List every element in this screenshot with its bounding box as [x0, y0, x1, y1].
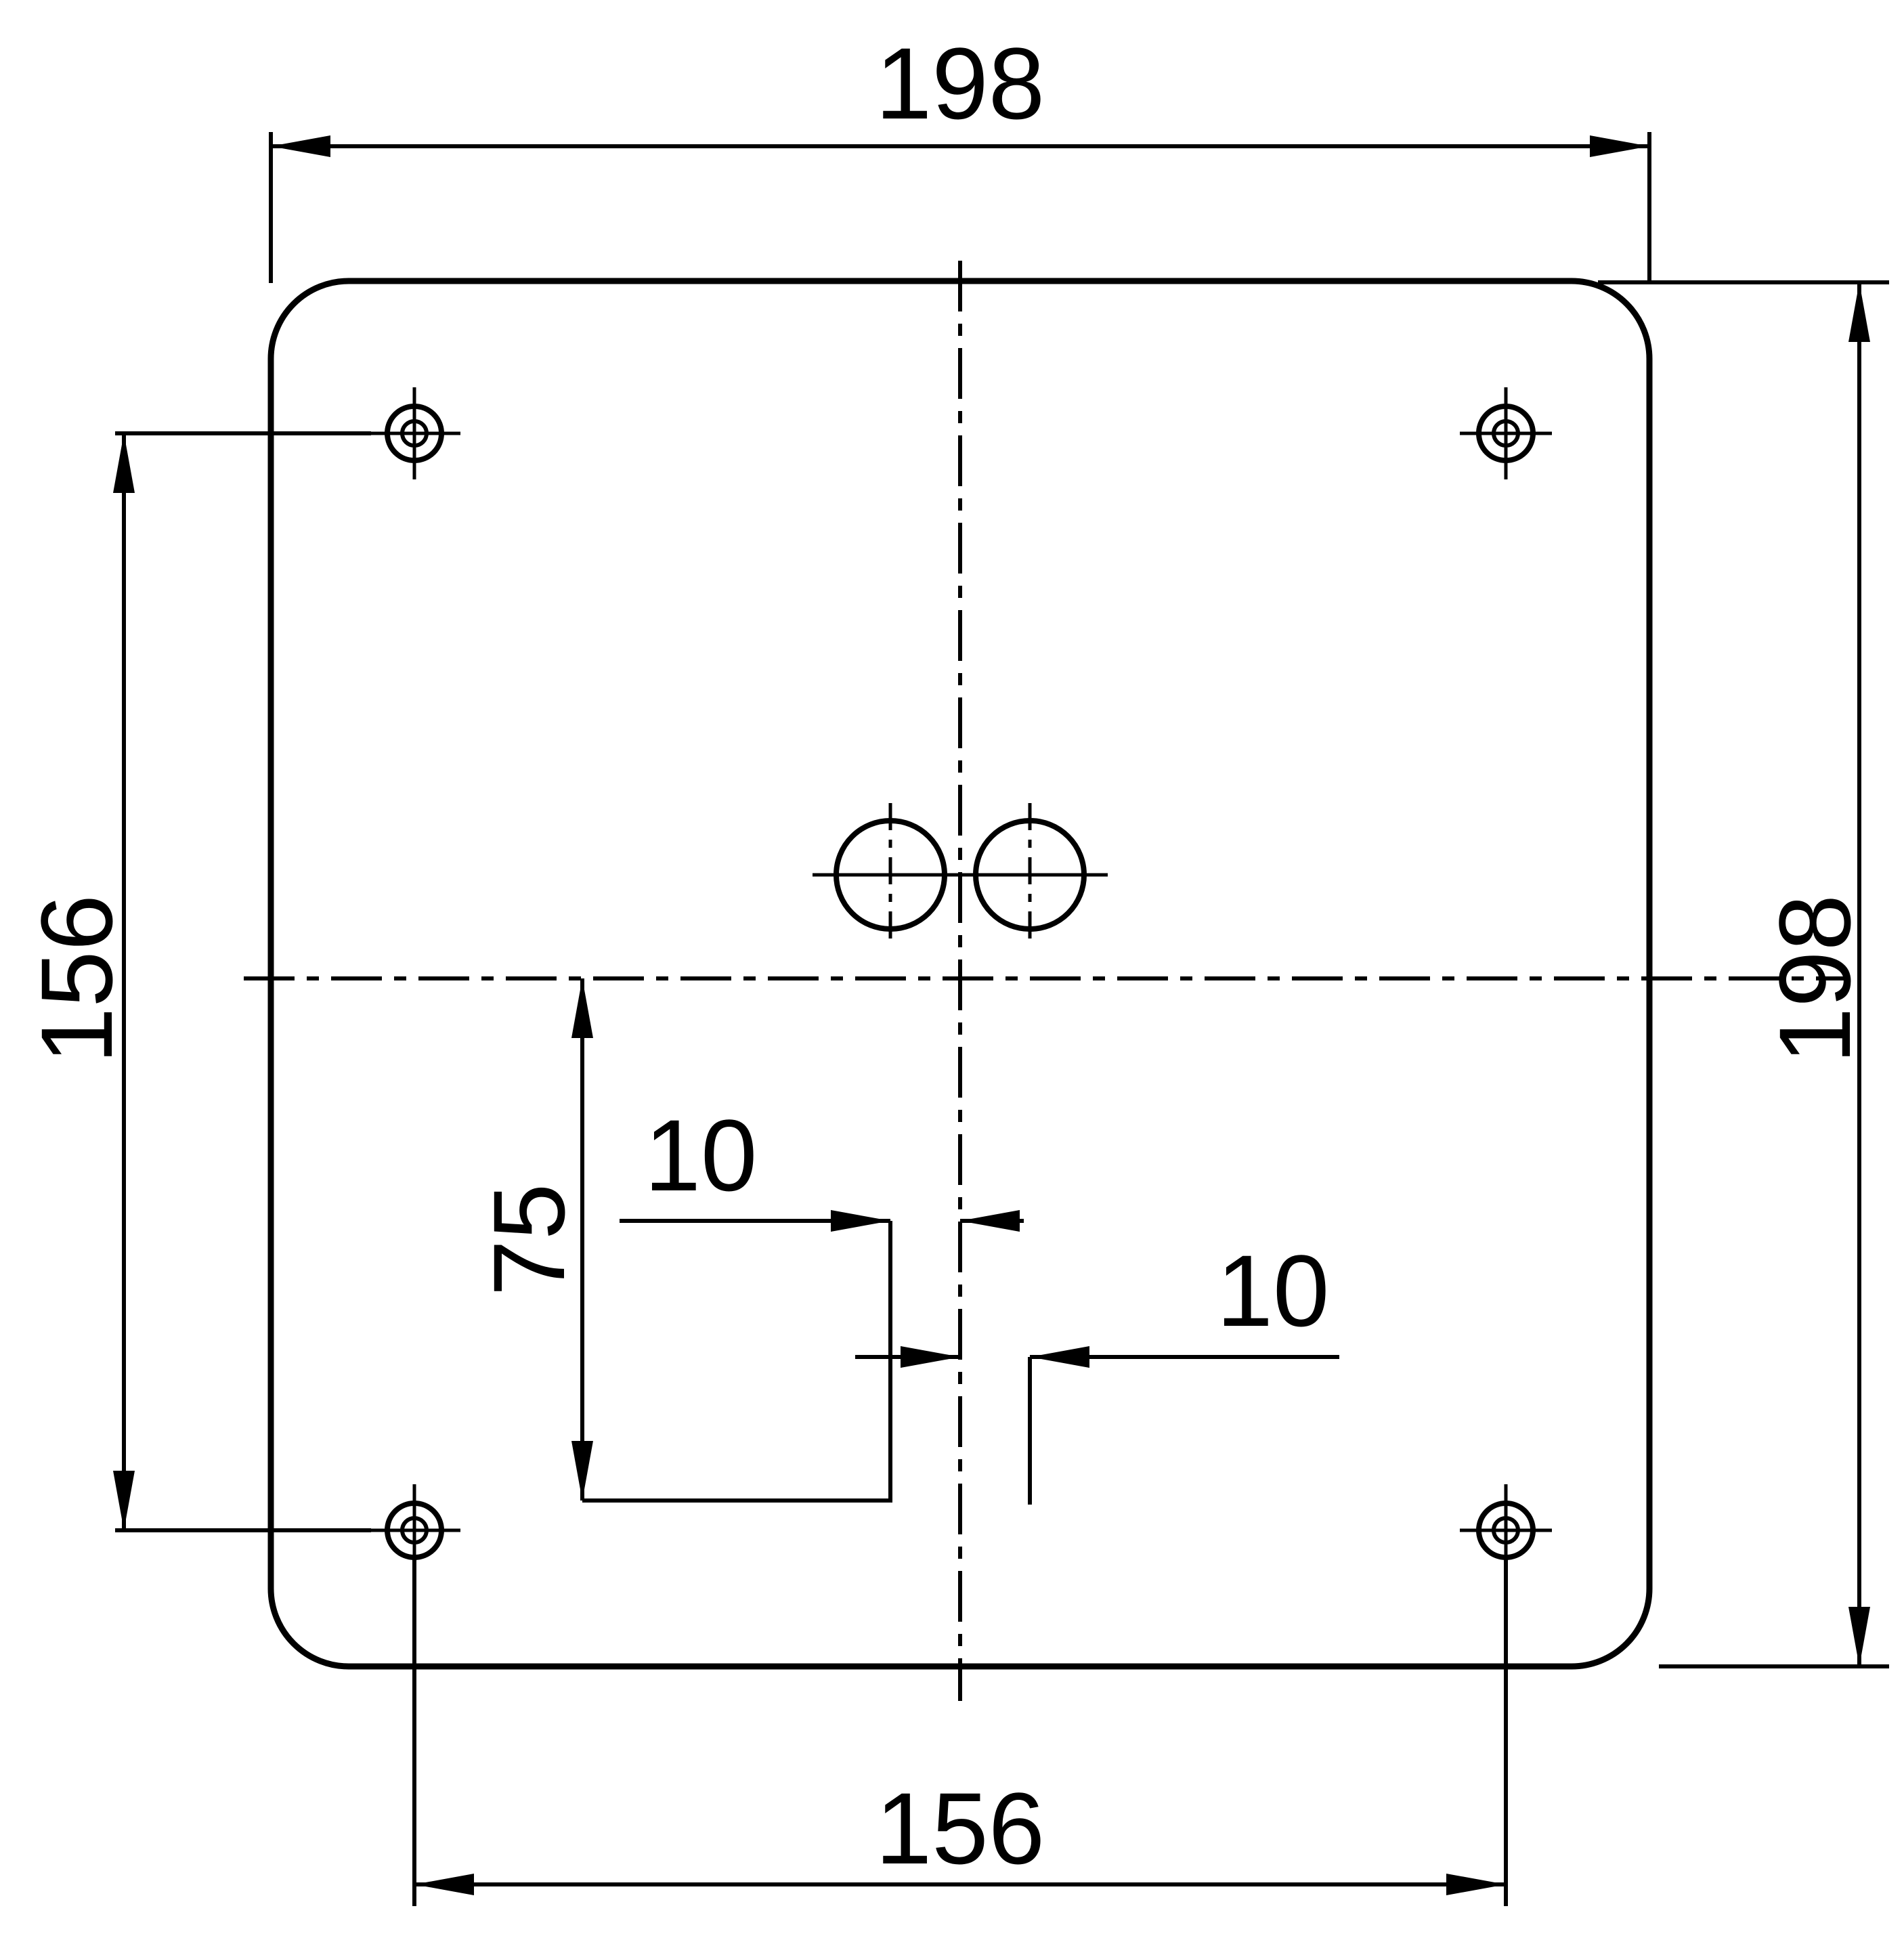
arrowhead-left [414, 1874, 474, 1895]
dimension-right-height: 198 [1598, 280, 1889, 1668]
dimension-left-hole-spacing: 156 [20, 431, 371, 1532]
arrowhead-left [271, 135, 330, 157]
dimension-hole-offset-left: 10 [620, 1098, 1024, 1232]
dim-label-bottom-hole-spacing: 156 [875, 1771, 1045, 1885]
arrowhead-right [1446, 1874, 1506, 1895]
arrowhead-top [113, 433, 135, 493]
arrowhead-right [1590, 135, 1649, 157]
dimension-top-width: 198 [269, 26, 1651, 283]
arrowhead-right [1030, 1346, 1089, 1368]
corner-hole-top-left [368, 387, 460, 479]
dimension-bottom-hole-spacing: 156 [412, 1557, 1508, 1906]
dim-label-centre-offset: 75 [472, 1184, 586, 1297]
arrowhead-left [901, 1346, 960, 1368]
dimension-centre-offset-75: 75 [472, 978, 892, 1503]
arrowhead-bottom [571, 1441, 593, 1501]
arrowhead-bottom [1848, 1607, 1870, 1666]
arrowhead-right [960, 1210, 1020, 1232]
dim-label-left-hole-spacing: 156 [20, 894, 133, 1064]
dim-label-top-width: 198 [875, 26, 1045, 140]
dim-label-hole-offset-left: 10 [645, 1098, 758, 1212]
arrowhead-top [1848, 282, 1870, 342]
arrowhead-top [571, 978, 593, 1038]
arrowhead-bottom [113, 1471, 135, 1530]
arrowhead-left [831, 1210, 890, 1232]
corner-hole-top-right [1460, 387, 1552, 479]
dimension-hole-offset-right: 10 [855, 1234, 1339, 1505]
dim-label-hole-offset-right: 10 [1217, 1234, 1330, 1347]
centre-holes [813, 803, 1108, 947]
dim-label-right-height: 198 [1758, 894, 1871, 1064]
